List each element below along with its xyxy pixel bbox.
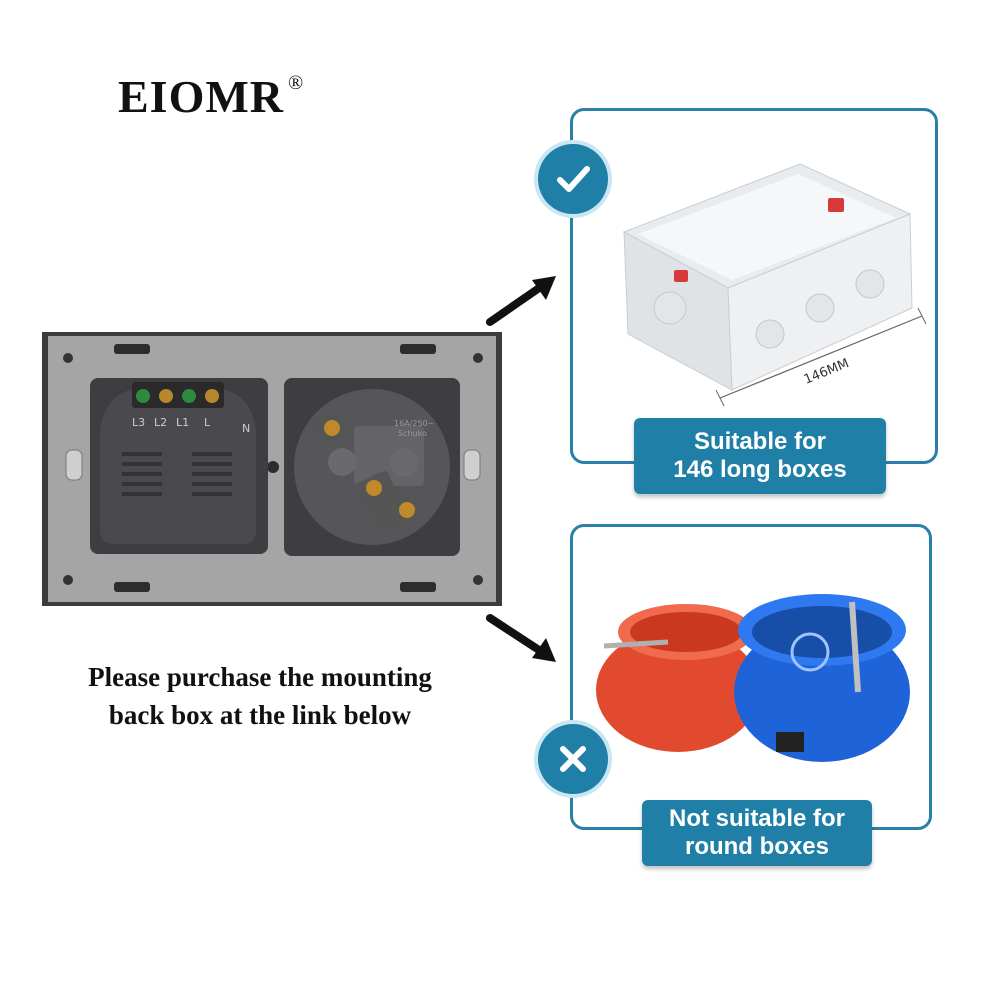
mounting-tab <box>114 582 150 592</box>
suitable-label: Suitable for 146 long boxes <box>634 418 886 494</box>
mounting-tab <box>114 344 150 354</box>
center-screw <box>267 461 279 473</box>
side-slot <box>65 449 83 481</box>
trademark-symbol: ® <box>288 72 305 94</box>
cross-icon <box>560 746 586 772</box>
cross-badge <box>538 724 608 794</box>
mounting-tab <box>400 344 436 354</box>
brand-name: EIOMR <box>118 71 284 122</box>
check-badge <box>538 144 608 214</box>
dimension-label: 146MM <box>802 356 851 388</box>
side-slot <box>463 449 481 481</box>
terminal-label-n: N <box>242 422 250 435</box>
socket-module: 16A/250~ Schuko <box>284 378 460 556</box>
switch-module: L3 L2 L1 L N <box>90 378 268 554</box>
unsuitable-label-line-1: Not suitable for <box>668 805 845 832</box>
arrow-up-right-icon <box>486 276 556 326</box>
red-screw-lug <box>828 198 844 212</box>
screw-hole <box>473 353 483 363</box>
blue-round-box <box>734 594 910 762</box>
terminal-label-l3: L3 <box>132 416 145 429</box>
socket-rating-text: 16A/250~ <box>394 419 434 428</box>
dimension-line <box>719 315 923 399</box>
purchase-instruction: Please purchase the mounting back box at… <box>30 658 490 734</box>
mounting-tab <box>400 582 436 592</box>
wall-panel-image: L3 L2 L1 L N 16A/250~ Schuko <box>42 332 502 606</box>
socket-type-text: Schuko <box>398 429 427 438</box>
red-round-box <box>596 604 760 752</box>
terminal-label-l2: L2 <box>154 416 167 429</box>
rectangular-back-box-image: 146MM <box>622 163 927 407</box>
instruction-line-1: Please purchase the mounting <box>88 662 432 692</box>
screw-hole <box>63 575 73 585</box>
check-icon <box>557 166 590 192</box>
terminal-label-l: L <box>204 416 211 429</box>
brand-logo: EIOMR® <box>118 70 304 123</box>
suitable-label-line-1: Suitable for <box>693 428 826 455</box>
screw-hole <box>473 575 483 585</box>
round-back-boxes-image <box>596 594 910 762</box>
terminal-label-l1: L1 <box>176 416 189 429</box>
screw-hole <box>63 353 73 363</box>
arrow-down-right-icon <box>486 614 556 662</box>
suitable-label-line-2: 146 long boxes <box>673 456 847 483</box>
instruction-line-2: back box at the link below <box>108 700 412 730</box>
red-screw-lug <box>674 270 688 282</box>
unsuitable-label-line-2: round boxes <box>684 833 829 860</box>
unsuitable-label: Not suitable for round boxes <box>642 800 872 866</box>
